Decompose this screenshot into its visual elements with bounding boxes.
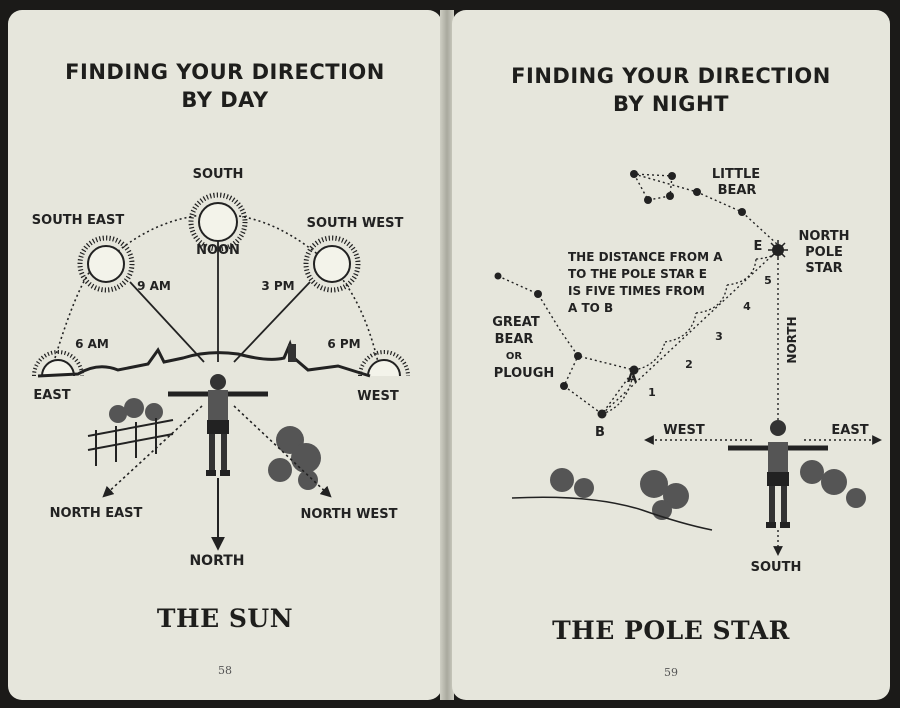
page-58: FINDING YOUR DIRECTION BY DAY: [8, 10, 442, 700]
label-b: B: [595, 425, 605, 440]
label-great: GREAT: [492, 315, 540, 330]
bush-right-icon: [268, 426, 321, 490]
pole-star-diagram: LITTLE BEAR NORTH POLE STAR E A B THE DI…: [492, 167, 882, 575]
label-little: LITTLE: [712, 167, 760, 182]
sun-south-east-icon: [77, 235, 135, 293]
label-a: A: [627, 371, 637, 386]
sun-caption: THE SUN: [156, 604, 294, 633]
ground-line: [511, 496, 713, 531]
label-west: WEST: [663, 423, 705, 438]
label-east: EAST: [33, 388, 70, 403]
label-south: SOUTH: [751, 560, 802, 575]
label-3: 3: [715, 330, 723, 343]
distance-line-1: THE DISTANCE FROM A: [568, 250, 723, 264]
horizon-landscape: [37, 339, 371, 378]
label-6am: 6 AM: [75, 337, 109, 351]
trees-left-icon: [109, 398, 163, 423]
bushes-icon: [550, 460, 866, 520]
little-bear-lines: [633, 173, 778, 245]
distance-line-4: A TO B: [568, 301, 613, 315]
label-west: WEST: [357, 389, 399, 404]
fence-icon: [87, 418, 174, 466]
label-north-west: NORTH WEST: [300, 507, 397, 522]
label-great-bear: BEAR: [495, 332, 534, 347]
day-title: FINDING YOUR DIRECTION BY DAY: [8, 58, 442, 114]
label-bear: BEAR: [718, 183, 757, 198]
label-north-star-1: NORTH: [798, 229, 849, 244]
label-north: NORTH: [189, 553, 244, 569]
label-plough: PLOUGH: [494, 366, 555, 381]
label-south: SOUTH: [193, 167, 244, 182]
label-4: 4: [743, 300, 751, 313]
sun-diagram: SOUTH NOON SOUTH EAST SOUTH WEST 9 AM 3 …: [32, 167, 410, 569]
scout-figure-icon: [168, 374, 268, 476]
book-gutter: [440, 10, 454, 700]
sun-rays: [129, 238, 311, 363]
sun-east-rising-icon: [32, 350, 84, 377]
pole-star-caption: THE POLE STAR: [552, 616, 790, 645]
sun-south-west-icon: [303, 235, 361, 293]
night-title-line1: FINDING YOUR DIRECTION: [511, 64, 831, 88]
pointer-line: [601, 249, 779, 415]
church-tower-icon: [288, 344, 296, 362]
sun-west-setting-icon: [358, 350, 410, 377]
page-59: FINDING YOUR DIRECTION BY NIGHT: [452, 10, 890, 700]
stars: [494, 170, 746, 419]
label-south-west: SOUTH WEST: [307, 216, 404, 231]
scout-figure-night-icon: [728, 420, 828, 528]
label-2: 2: [685, 358, 693, 371]
label-6pm: 6 PM: [327, 337, 360, 351]
label-south-east: SOUTH EAST: [32, 213, 125, 228]
distance-line-3: IS FIVE TIMES FROM: [568, 284, 705, 298]
label-9am: 9 AM: [137, 279, 171, 293]
page-number-58: 58: [218, 664, 232, 677]
label-e: E: [754, 239, 763, 254]
night-title-line2: BY NIGHT: [613, 92, 729, 116]
label-north-star-3: STAR: [805, 261, 842, 276]
pole-star-icon: [768, 240, 788, 260]
label-north-east: NORTH EAST: [50, 506, 143, 521]
label-1: 1: [648, 386, 656, 399]
label-noon: NOON: [196, 243, 240, 258]
day-title-line1: FINDING YOUR DIRECTION: [65, 60, 385, 84]
label-north: NORTH: [785, 316, 799, 363]
label-north-star-2: POLE: [805, 245, 843, 260]
distance-line-2: TO THE POLE STAR E: [568, 267, 707, 281]
great-bear-lines: [497, 275, 636, 415]
label-or: OR: [506, 351, 523, 362]
day-title-line2: BY DAY: [181, 88, 269, 112]
label-5: 5: [764, 274, 772, 287]
label-3pm: 3 PM: [261, 279, 294, 293]
sun-south-icon: [188, 192, 248, 252]
page-number-59: 59: [664, 666, 678, 679]
night-title: FINDING YOUR DIRECTION BY NIGHT: [452, 62, 890, 118]
label-east: EAST: [831, 423, 868, 438]
